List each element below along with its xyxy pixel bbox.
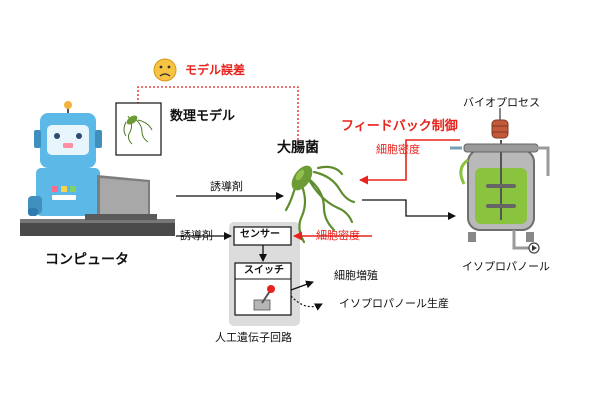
feedback-control-label: フィードバック制御	[341, 119, 458, 134]
arrow-ecoli-to-bioprocess	[362, 199, 456, 220]
sensor-box	[233, 226, 292, 246]
sad-face-icon	[153, 58, 177, 82]
laptop-icon	[20, 175, 175, 236]
arrow-switch-to-growth	[290, 280, 314, 291]
model-error-link	[137, 86, 299, 145]
bioprocess-label: バイオプロセス	[463, 96, 540, 109]
cell-density-sensor-label: 細胞密度	[316, 229, 360, 242]
math-model-box	[115, 102, 162, 156]
isopropanol-production-label: イソプロパノール生産	[339, 297, 449, 310]
switch-lever-icon	[253, 285, 275, 311]
robot-icon	[28, 101, 102, 216]
computer-label: コンピュータ	[45, 252, 129, 268]
inducer-main-label: 誘導剤	[210, 180, 243, 193]
artificial-circuit-label: 人工遺伝子回路	[215, 331, 292, 344]
ecoli-label: 大腸菌	[277, 140, 319, 156]
bacterium-icon	[284, 165, 356, 244]
model-error-label: モデル誤差	[185, 63, 246, 77]
bioreactor-icon	[450, 108, 550, 254]
inducer-sensor-label: 誘導剤	[180, 229, 213, 242]
switch-box	[234, 262, 292, 316]
bacterium-small-icon	[123, 115, 153, 145]
switch-label: スイッチ	[244, 265, 284, 276]
cell-growth-label: 細胞増殖	[334, 269, 378, 282]
arrow-feedback	[359, 139, 460, 185]
math-model-label: 数理モデル	[170, 109, 236, 124]
cell-density-feedback-label: 細胞密度	[376, 143, 420, 156]
sensor-label: センサー	[240, 229, 280, 240]
isopropanol-label: イソプロパノール	[462, 260, 550, 273]
